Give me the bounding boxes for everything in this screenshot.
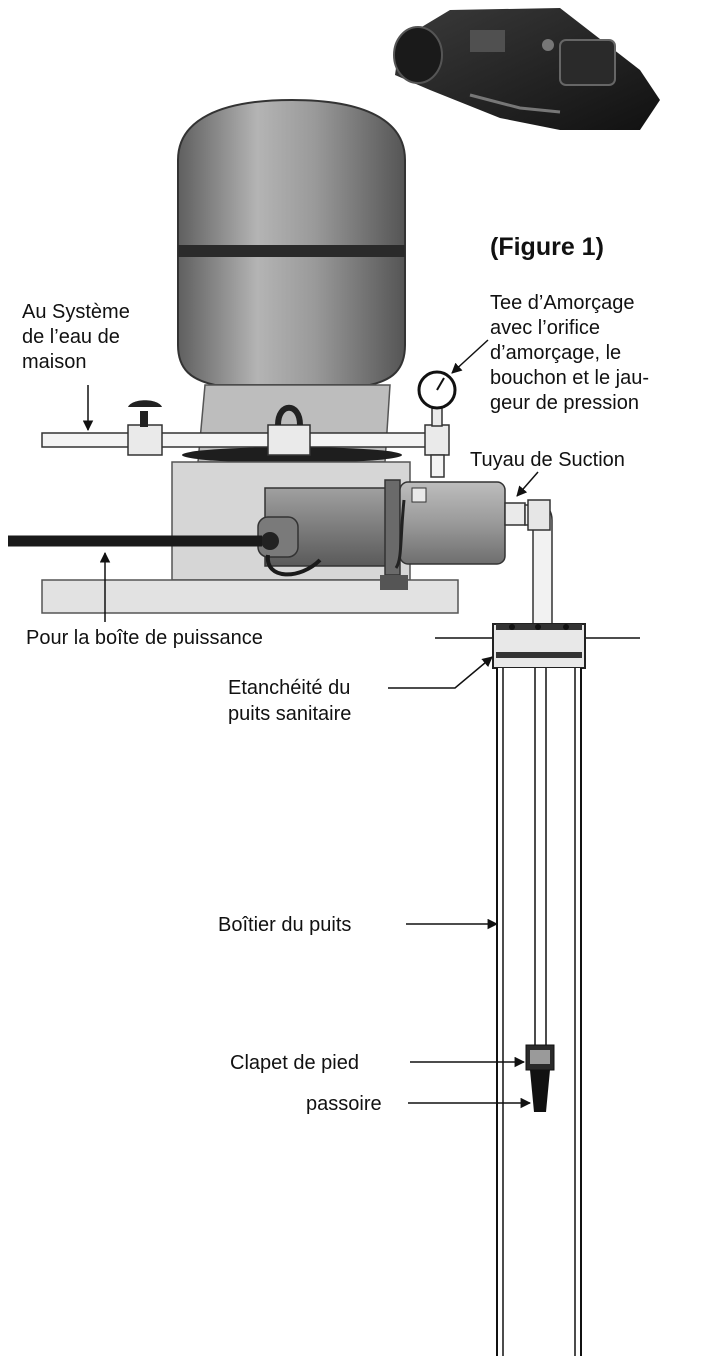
label-power-box: Pour la boîte de puissance — [26, 627, 263, 649]
power-cable — [8, 535, 322, 577]
pressure-gauge-icon — [417, 370, 457, 427]
label-suction-pipe: Tuyau de Suction — [470, 449, 625, 471]
label-priming-tee-line-5: geur de pression — [490, 392, 639, 414]
strainer — [530, 1070, 550, 1112]
figure-title: (Figure 1) — [490, 233, 604, 261]
label-house-system-line-1: Au Système — [22, 301, 130, 323]
label-well-seal-line-1: Etanchéité du — [228, 677, 350, 699]
drop-pipe — [534, 668, 547, 1045]
label-foot-valve: Clapet de pied — [230, 1052, 359, 1074]
leader-lines — [82, 339, 539, 1109]
label-priming-tee-line-4: bouchon et le jau- — [490, 367, 649, 389]
label-priming-tee-line-1: Tee d’Amorçage — [490, 292, 635, 314]
label-priming-tee-line-2: avec l’orifice — [490, 317, 600, 339]
foot-valve — [525, 1044, 555, 1071]
label-well-seal-line-2: puits sanitaire — [228, 703, 351, 725]
label-house-system-line-2: de l’eau de — [22, 326, 120, 348]
house-supply-pipe — [41, 404, 450, 478]
jet-pump-photo — [393, 8, 660, 130]
suction-pipe — [524, 499, 553, 626]
well-seal — [492, 623, 586, 669]
label-priming-tee: Tee d’Amorçage avec l’orifice d’amorçage… — [490, 292, 649, 414]
label-well-casing: Boîtier du puits — [218, 914, 351, 936]
label-house-system-line-3: maison — [22, 351, 86, 373]
label-well-seal: Etanchéité du puits sanitaire — [228, 677, 351, 725]
label-house-system: Au Système de l’eau de maison — [22, 301, 130, 373]
well-casing — [496, 668, 582, 1356]
label-strainer: passoire — [306, 1093, 382, 1115]
label-priming-tee-line-3: d’amorçage, le — [490, 342, 621, 364]
jet-pump — [257, 479, 526, 590]
shutoff-valve-icon — [128, 400, 162, 427]
